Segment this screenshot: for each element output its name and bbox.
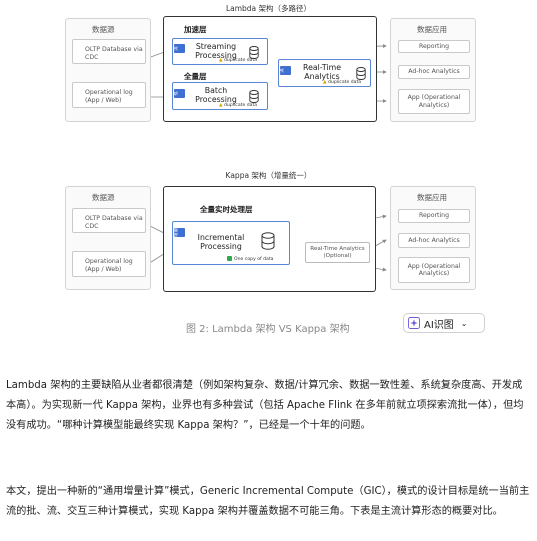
lambda-app-reporting: Reporting (398, 40, 470, 53)
lambda-source-log: Operational log (App / Web) (72, 82, 146, 108)
batch-label: Batch Processing (195, 86, 237, 104)
warning-icon: ▲ (219, 103, 223, 108)
lambda-streaming-box: 流 Streaming Processing ▲ duplicate data (172, 38, 268, 65)
incremental-label: Incremental Processing (197, 233, 245, 251)
streaming-label: Streaming Processing (195, 42, 237, 60)
warning-icon: ▲ (219, 58, 223, 63)
kappa-layer-label: 全量实时处理层 (200, 205, 253, 214)
realtime-label: Real-Time Analytics (303, 63, 341, 81)
kappa-app-adhoc: Ad-hoc Analytics (398, 233, 470, 248)
lambda-app-adhoc: Ad-hoc Analytics (398, 65, 470, 79)
kappa-source-log: Operational log (App / Web) (72, 251, 146, 277)
merge-tag: 流 (280, 66, 291, 75)
chevron-down-icon: ⌄ (460, 318, 468, 328)
database-icon (249, 44, 259, 59)
kappa-app-operational: App (Operational Analytics) (398, 257, 470, 283)
duplicate-data-badge: ▲ duplicate data (219, 103, 258, 108)
incremental-tag: 增量 (174, 228, 185, 237)
warning-icon: ▲ (323, 80, 327, 85)
check-icon (227, 256, 232, 261)
one-copy-badge: One copy of data (227, 256, 273, 262)
sparkle-icon (408, 317, 420, 329)
batch-tag: 批 (174, 89, 185, 98)
lambda-source-oltp: OLTP Database via CDC (72, 39, 146, 64)
duplicate-data-badge: ▲ duplicate data (323, 80, 362, 85)
lambda-realtime-box: 流 Real-Time Analytics ▲ duplicate data (278, 59, 371, 87)
kappa-app-reporting: Reporting (398, 209, 470, 223)
lambda-source-label: 数据源 (92, 25, 115, 34)
database-icon (356, 65, 366, 80)
lambda-batch-layer-label: 全量层 (184, 72, 207, 81)
paragraph-2: 本文，提出一种新的“通用增量计算”模式，Generic Incremental … (6, 486, 530, 517)
figure-caption: 图 2: Lambda 架构 VS Kappa 架构 (186, 324, 350, 335)
lambda-batch-box: 批 Batch Processing ▲ duplicate data (172, 82, 268, 110)
kappa-incremental-box: 增量 Incremental Processing One copy of da… (172, 221, 290, 265)
kappa-source-label: 数据源 (92, 193, 115, 202)
stream-tag: 流 (174, 44, 185, 53)
database-icon (249, 88, 259, 103)
lambda-app-operational: App (Operational Analytics) (398, 89, 470, 114)
paragraph-1: Lambda 架构的主要缺陷从业者都很清楚（例如架构复杂、数据/计算冗余、数据一… (6, 380, 524, 431)
duplicate-data-badge: ▲ duplicate data (219, 58, 258, 63)
lambda-speed-layer-label: 加速层 (184, 25, 207, 34)
database-icon (261, 232, 275, 250)
kappa-title: Kappa 架构（增量统一） (225, 171, 312, 180)
lambda-title: Lambda 架构（多路径） (225, 4, 312, 13)
kappa-source-oltp: OLTP Database via CDC (72, 208, 146, 233)
ai-image-button[interactable]: AI识图 ⌄ (403, 313, 485, 333)
ai-button-label: AI识图 (424, 319, 454, 331)
lambda-apps-label: 数据应用 (417, 25, 447, 34)
kappa-realtime-box: Real-Time Analytics (Optional) (305, 242, 370, 263)
kappa-apps-label: 数据应用 (417, 193, 447, 202)
